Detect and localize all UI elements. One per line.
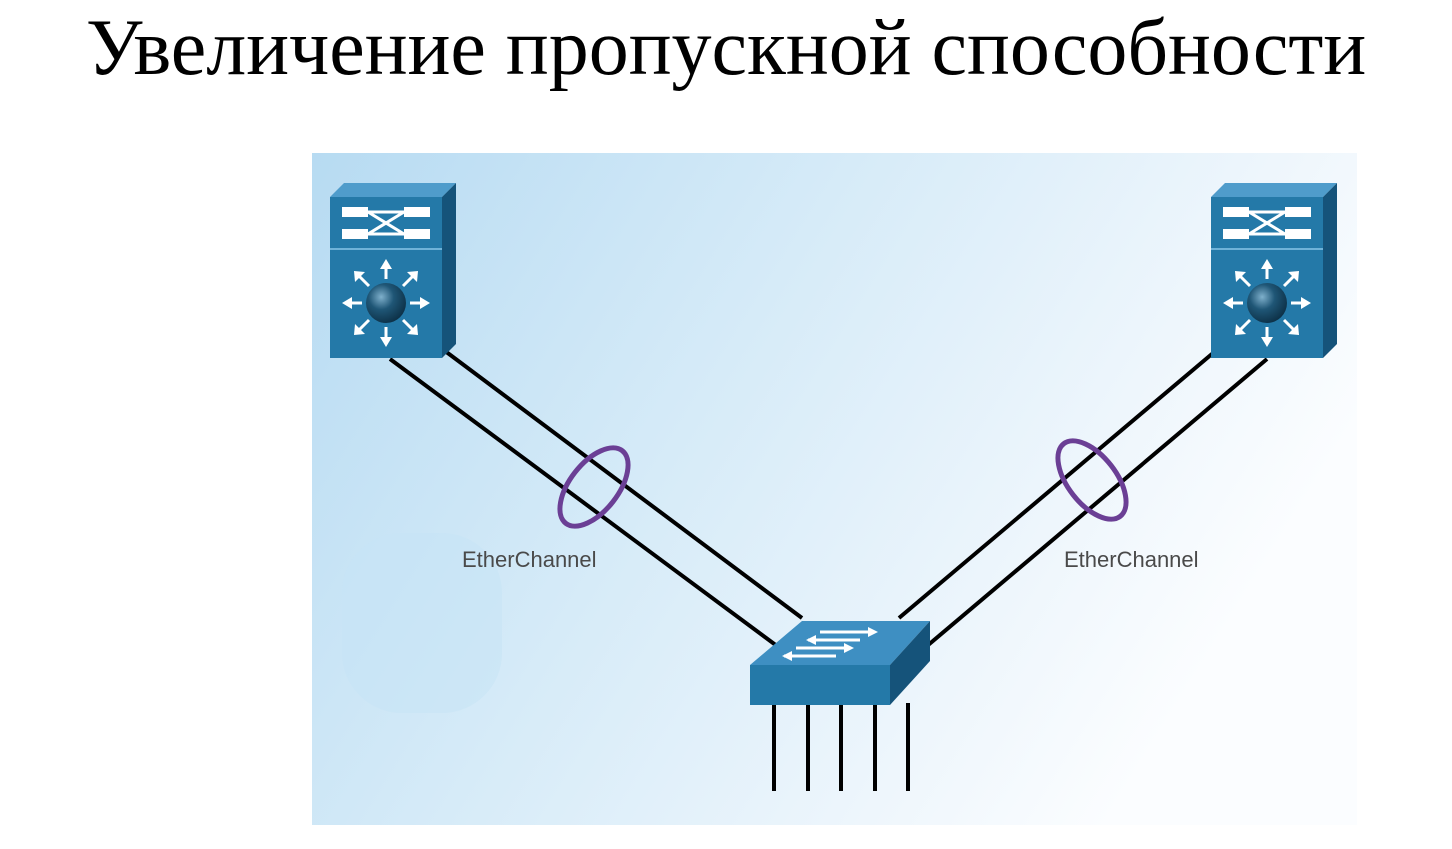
right-etherchannel-ring bbox=[1055, 438, 1129, 522]
multilayer-switch-left bbox=[330, 183, 456, 358]
right-cable-pair bbox=[897, 346, 1269, 648]
left-etherchannel-label: EtherChannel bbox=[462, 547, 597, 572]
diagram-background bbox=[312, 153, 1357, 825]
left-etherchannel-ring bbox=[557, 445, 631, 529]
left-cable-pair bbox=[388, 343, 804, 648]
access-switch bbox=[750, 621, 930, 791]
slide-title: Увеличение пропускной способности bbox=[85, 4, 1367, 92]
multilayer-switch-right bbox=[1211, 183, 1337, 358]
right-etherchannel-label: EtherChannel bbox=[1064, 547, 1199, 572]
network-diagram: EtherChannel EtherChannel bbox=[312, 153, 1357, 825]
